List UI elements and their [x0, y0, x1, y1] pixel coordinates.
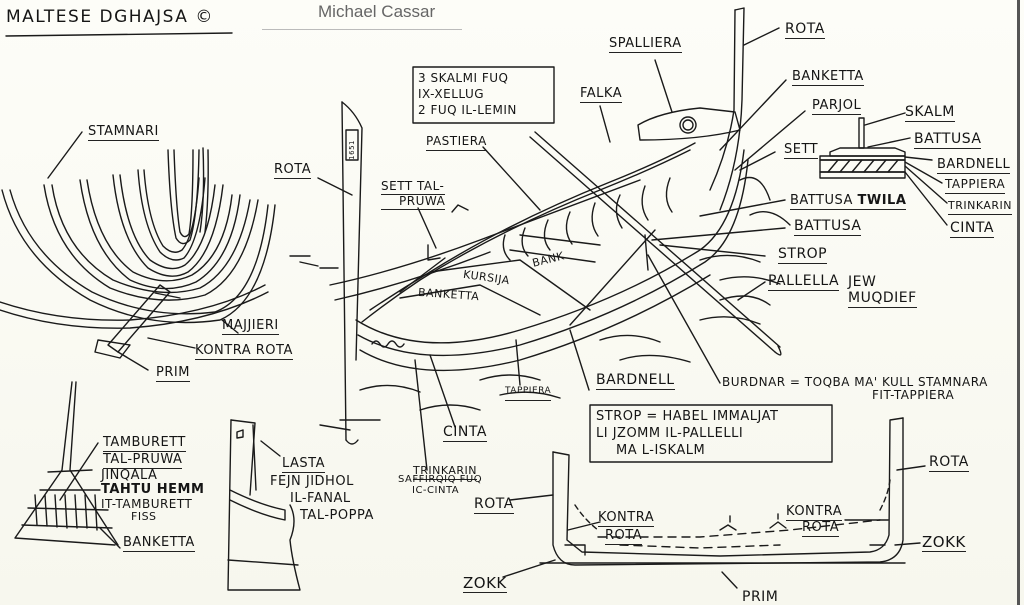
- skalmi-note-line-2: IX-XELLUG: [418, 87, 485, 101]
- burdnar-note: BURDNAR = TOQBA MA' KULL STAMNARA FIT-TA…: [722, 376, 988, 402]
- battusa-twila-word-1: BATTUSA: [790, 193, 853, 208]
- label-rota-cs-left: ROTA: [474, 496, 514, 514]
- label-tal-pruwa: TAL-PRUWA: [103, 452, 183, 469]
- label-banketta-top: BANKETTA: [792, 69, 864, 86]
- burdnar-note-line-1: BURDNAR = TOQBA MA' KULL STAMNARA: [722, 375, 988, 389]
- label-battusa-main: BATTUSA: [794, 218, 862, 236]
- burdnar-note-line-2: FIT-TAPPIERA: [872, 388, 955, 402]
- label-tamburett: TAMBURETT: [103, 435, 186, 452]
- bow-detail-drawing: [14, 381, 121, 549]
- label-rota-kontra-right: ROTA: [802, 520, 840, 537]
- stern-desc-line-1: FEJN JIDHOL: [270, 474, 354, 489]
- trinkarin-desc-line-1: SAFFIRQIQ FUQ: [398, 474, 483, 485]
- label-majjieri: MAJJIERI: [222, 318, 279, 335]
- cross-section-drawing: [502, 417, 926, 589]
- bow-desc-line-1: JINQALA: [101, 468, 158, 483]
- label-battusa-twila: BATTUSA TWILA: [790, 193, 907, 210]
- label-skalm: SKALM: [905, 104, 955, 122]
- jew-text: JEW: [848, 274, 877, 290]
- section-detail-drawing: [819, 112, 948, 226]
- label-kontra-rota: KONTRA ROTA: [195, 343, 293, 360]
- label-kontra-cs-right: KONTRA: [786, 504, 843, 521]
- label-tappiera-section: TAPPIERA: [945, 177, 1006, 194]
- skalmi-note-line-3: 2 FUQ IL-LEMIN: [418, 103, 517, 117]
- label-prim-cs: PRIM: [742, 589, 779, 605]
- label-cinta-section: CINTA: [950, 220, 994, 238]
- bow-desc-line-4: FISS: [131, 510, 157, 523]
- skalmi-note-line-1: 3 SKALMI FUQ: [418, 71, 509, 85]
- drawing-title: MALTESE DGHAJSA ©: [6, 7, 214, 27]
- label-bardnell-main: BARDNELL: [596, 372, 675, 390]
- strop-note-box: [589, 404, 833, 463]
- label-rota-kontra-left: ROTA: [605, 528, 643, 545]
- stern-description: FEJN JIDHOL IL-FANAL TAL-POPPA: [270, 473, 374, 524]
- label-sett: SETT: [784, 142, 819, 159]
- strop-note-line-2: LI JZOMM IL-PALLELLI: [596, 426, 744, 441]
- label-rota-stern: ROTA: [785, 21, 825, 39]
- label-falka: FALKA: [580, 86, 623, 103]
- bow-description: JINQALA TAHTU HEMM IT-TAMBURETT FISS: [101, 468, 205, 523]
- leader-lines-frames: [47, 131, 239, 371]
- label-battusa-section: BATTUSA: [914, 131, 982, 149]
- muqdief-text: MUQDIEF: [848, 290, 917, 308]
- label-rota-bow: ROTA: [274, 162, 312, 179]
- label-cinta-main: CINTA: [443, 424, 487, 442]
- author-underline: [262, 29, 462, 30]
- strop-note-line-1: STROP = HABEL IMMALJAT: [596, 409, 779, 424]
- label-tappiera-main: TAPPIERA: [505, 384, 552, 401]
- label-rota-cs-right: ROTA: [929, 454, 969, 472]
- label-banketta-bow: BANKETTA: [123, 535, 195, 552]
- sheet-edge: [1017, 0, 1020, 605]
- label-spalliera: SPALLIERA: [609, 36, 682, 53]
- trinkarin-description: SAFFIRQIQ FUQ IC-CINTA: [398, 474, 482, 496]
- leader-lines-main: [317, 27, 806, 471]
- bow-desc-line-3: IT-TAMBURETT: [101, 497, 193, 511]
- sett-tal-pruwa-line-1: SETT TAL-: [381, 179, 446, 195]
- trinkarin-desc-line-2: IC-CINTA: [412, 485, 460, 496]
- label-prim-frames: PRIM: [156, 365, 190, 382]
- label-stamnari: STAMNARI: [88, 124, 159, 141]
- skalmi-note: 3 SKALMI FUQ IX-XELLUG 2 FUQ IL-LEMIN: [418, 70, 517, 118]
- bow-desc-line-2: TAHTU HEMM: [101, 482, 205, 497]
- label-sett-tal-pruwa: SETT TAL- PRUWA: [381, 179, 446, 210]
- label-trinkarin-main: TRINKARIN: [413, 463, 477, 480]
- label-jew-muqdief: JEW MUQDIEF: [848, 274, 917, 308]
- label-kontra-cs-left: KONTRA: [598, 510, 655, 527]
- battusa-twila-word-2: TWILA: [857, 193, 907, 208]
- strop-note-line-3: MA L-ISKALM: [616, 443, 706, 458]
- label-zokk-left: ZOKK: [463, 574, 507, 593]
- author-name: Michael Cassar: [318, 2, 436, 21]
- label-trinkarin-section: TRINKARIN: [948, 198, 1012, 215]
- stern-desc-line-2: IL-FANAL: [290, 491, 351, 506]
- boat-number: 1651: [348, 140, 356, 160]
- frames-drawing: [0, 147, 276, 359]
- label-bardnell-section: BARDNELL: [937, 157, 1011, 174]
- label-zokk-right: ZOKK: [922, 533, 966, 552]
- label-strop: STROP: [778, 246, 828, 264]
- label-pallella: PALLELLA: [768, 273, 840, 291]
- sett-tal-pruwa-line-2: PRUWA: [381, 195, 446, 210]
- label-lasta: LASTA: [282, 456, 326, 473]
- label-pastiera: PASTIERA: [426, 134, 487, 151]
- label-parjol: PARJOL: [812, 98, 862, 115]
- stern-detail-drawing: [227, 419, 301, 591]
- strop-note: STROP = HABEL IMMALJAT LI JZOMM IL-PALLE…: [596, 408, 778, 459]
- boat-drawing: [289, 7, 791, 445]
- skalmi-note-box: [412, 66, 555, 124]
- stern-desc-line-3: TAL-POPPA: [300, 508, 374, 523]
